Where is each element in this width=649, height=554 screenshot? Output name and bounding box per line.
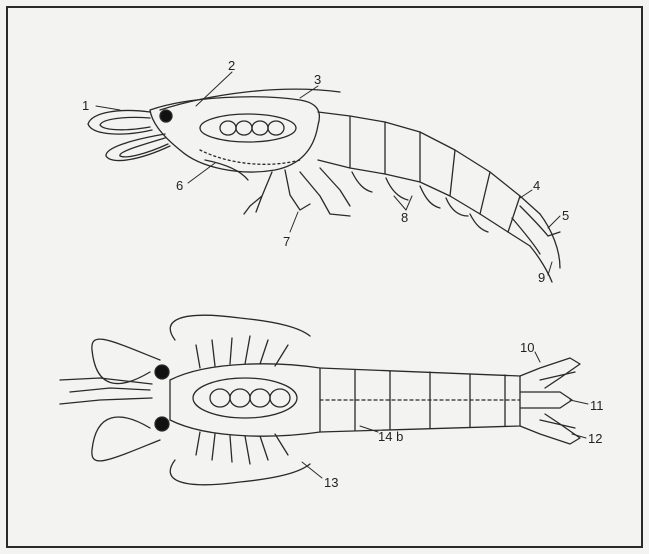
antenna-dorsal-upper <box>92 339 160 383</box>
eye-lateral <box>160 110 172 122</box>
abdomen-ventral-lateral <box>318 160 530 246</box>
carapace-lateral <box>150 97 319 172</box>
label-1: 1 <box>82 98 89 113</box>
telson-lateral <box>540 214 560 268</box>
label-4: 4 <box>533 178 540 193</box>
label-13: 13 <box>324 475 338 490</box>
label-8: 8 <box>401 210 408 225</box>
uropod-lower <box>520 414 580 444</box>
dorsal-view <box>60 315 580 485</box>
label-7: 7 <box>283 234 290 249</box>
antennule-lateral <box>88 111 152 135</box>
label-11: 11 <box>590 398 604 413</box>
label-3: 3 <box>314 72 321 87</box>
label-9: 9 <box>538 270 545 285</box>
label-6: 6 <box>176 178 183 193</box>
eye-dorsal-upper <box>155 365 169 379</box>
label-5: 5 <box>562 208 569 223</box>
leg-dorsal <box>196 345 200 368</box>
cephalothorax-dorsal <box>170 364 320 436</box>
thoracic-leg-lateral <box>285 170 310 210</box>
gut-lateral <box>200 114 296 142</box>
lateral-view <box>88 89 560 282</box>
pleopod-lateral <box>352 172 372 192</box>
antennal-flagellum <box>160 89 340 110</box>
label-14b: 14 b <box>378 429 403 444</box>
label-2: 2 <box>228 58 235 73</box>
antenna-dorsal-lower <box>92 417 160 461</box>
label-12: 12 <box>588 431 602 446</box>
telson-dorsal <box>520 392 572 408</box>
abdomen-dorsal-lateral <box>318 112 540 214</box>
label-10: 10 <box>520 340 534 355</box>
eye-dorsal-lower <box>155 417 169 431</box>
